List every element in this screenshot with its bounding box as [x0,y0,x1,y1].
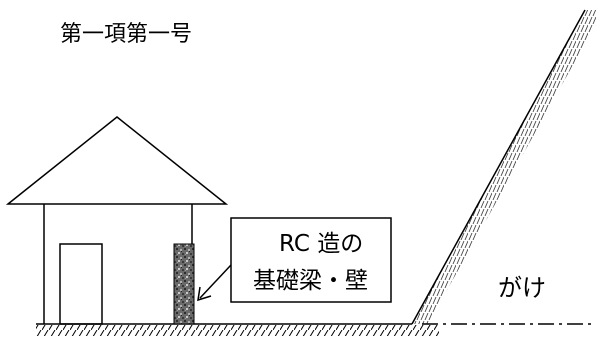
cliff-label: がけ [498,274,546,302]
rc-callout-leader [199,264,232,299]
rc-callout-arrowhead [197,286,212,302]
rc-callout-line1: RC 造の [279,231,363,257]
diagram-title: 第一項第一号 [60,22,192,47]
ground-hatching [36,325,439,336]
rc-callout-line2: 基礎梁・壁 [253,268,368,294]
rc-callout-box [230,217,392,303]
cliff-slope-line [411,9,586,325]
house-roof [5,116,229,205]
house-door [59,243,103,325]
rc-foundation-wall [173,243,195,325]
cliff-hatching [412,10,596,324]
